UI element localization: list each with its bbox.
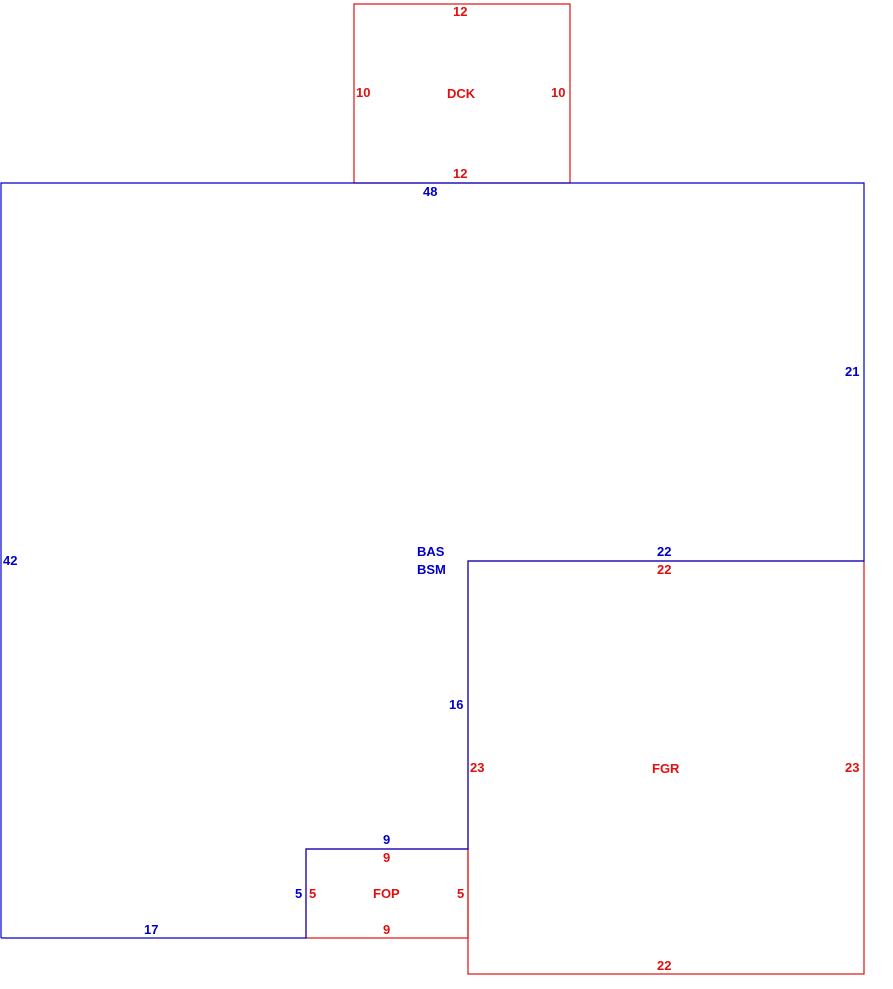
fgr-label: FGR <box>652 761 680 776</box>
dck-dim-right: 10 <box>551 85 565 100</box>
bas-dim-top: 48 <box>423 184 437 199</box>
dck-dim-top: 12 <box>453 4 467 19</box>
bas-dim-left: 42 <box>3 553 17 568</box>
fop-label: FOP <box>373 886 400 901</box>
bas-label: BAS <box>417 544 445 559</box>
fop-dim-left: 5 <box>309 886 316 901</box>
bsm-label: BSM <box>417 562 446 577</box>
dck-dim-bottom: 12 <box>453 166 467 181</box>
bas-dim-right: 21 <box>845 364 859 379</box>
dck-dim-left: 10 <box>356 85 370 100</box>
fgr-dim-bottom: 22 <box>657 958 671 973</box>
fgr-dim-top: 22 <box>657 562 671 577</box>
fop-dim-bottom: 9 <box>383 922 390 937</box>
bas-dim-notch-left: 5 <box>295 886 302 901</box>
bas-outline <box>0 182 865 939</box>
bas-dim-step-top: 22 <box>657 544 671 559</box>
dck-label: DCK <box>447 86 476 101</box>
bas-dim-step-left: 16 <box>449 697 463 712</box>
bas-dim-notch-top: 9 <box>383 832 390 847</box>
bas-dim-bottom: 17 <box>144 922 158 937</box>
fop-dim-top: 9 <box>383 850 390 865</box>
fop-dim-right: 5 <box>457 886 464 901</box>
fgr-dim-right: 23 <box>845 760 859 775</box>
fgr-dim-left: 23 <box>470 760 484 775</box>
